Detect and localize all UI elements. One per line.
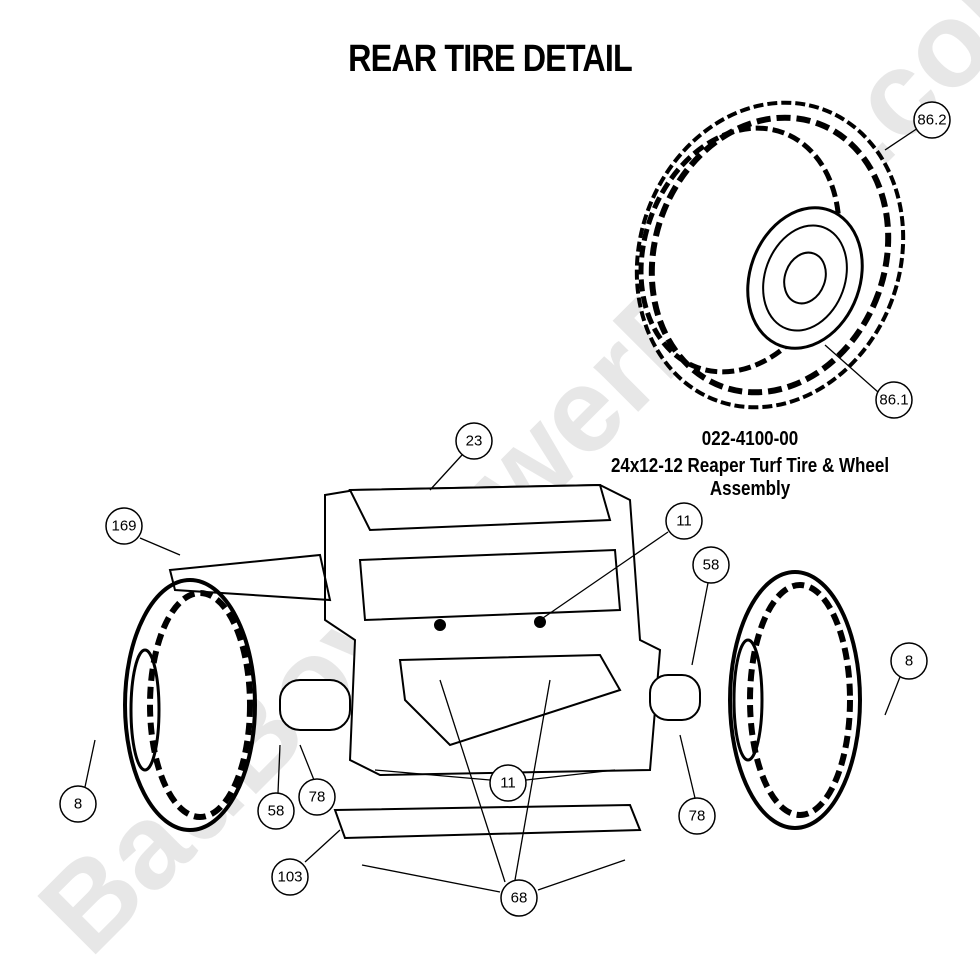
skid-plate [333, 803, 642, 840]
detail-tire-wheel-assembly [634, 100, 906, 410]
svg-text:23: 23 [466, 433, 483, 450]
frame-assembly [168, 483, 701, 840]
callout-58-left: 58 [257, 792, 295, 830]
callout-11-lower: 11 [489, 764, 527, 802]
svg-text:78: 78 [689, 808, 706, 825]
svg-text:8: 8 [905, 653, 913, 670]
callout-103: 103 [271, 858, 309, 896]
callout-58-right: 58 [692, 546, 730, 584]
page-title: REAR TIRE DETAIL [348, 38, 633, 80]
svg-text:103: 103 [277, 869, 302, 886]
svg-text:169: 169 [111, 518, 136, 535]
left-rear-tire [123, 578, 257, 832]
callout-8-left: 8 [59, 785, 97, 823]
leader-lines [84, 127, 919, 893]
callout-86.2: 86.2 [913, 101, 951, 139]
svg-text:58: 58 [268, 803, 285, 820]
svg-text:11: 11 [500, 775, 516, 792]
callout-8-right: 8 [890, 642, 928, 680]
svg-text:8: 8 [74, 796, 82, 813]
svg-text:68: 68 [511, 890, 528, 907]
callout-23: 23 [455, 422, 493, 460]
callout-11-upper: 11 [665, 502, 703, 540]
svg-text:11: 11 [676, 513, 692, 530]
callout-86.1: 86.1 [875, 381, 913, 419]
callout-68: 68 [500, 879, 538, 917]
callout-169: 169 [105, 507, 143, 545]
svg-text:86.1: 86.1 [879, 392, 908, 409]
svg-text:78: 78 [309, 789, 326, 806]
callout-78-left: 78 [298, 778, 336, 816]
callout-78-right: 78 [678, 797, 716, 835]
assembly-description: 24x12-12 Reaper Turf Tire & Wheel Assemb… [610, 455, 890, 500]
assembly-part-number: 022-4100-00 [701, 428, 799, 450]
svg-text:58: 58 [703, 557, 720, 574]
svg-text:86.2: 86.2 [917, 112, 946, 129]
right-rear-tire [728, 570, 862, 830]
